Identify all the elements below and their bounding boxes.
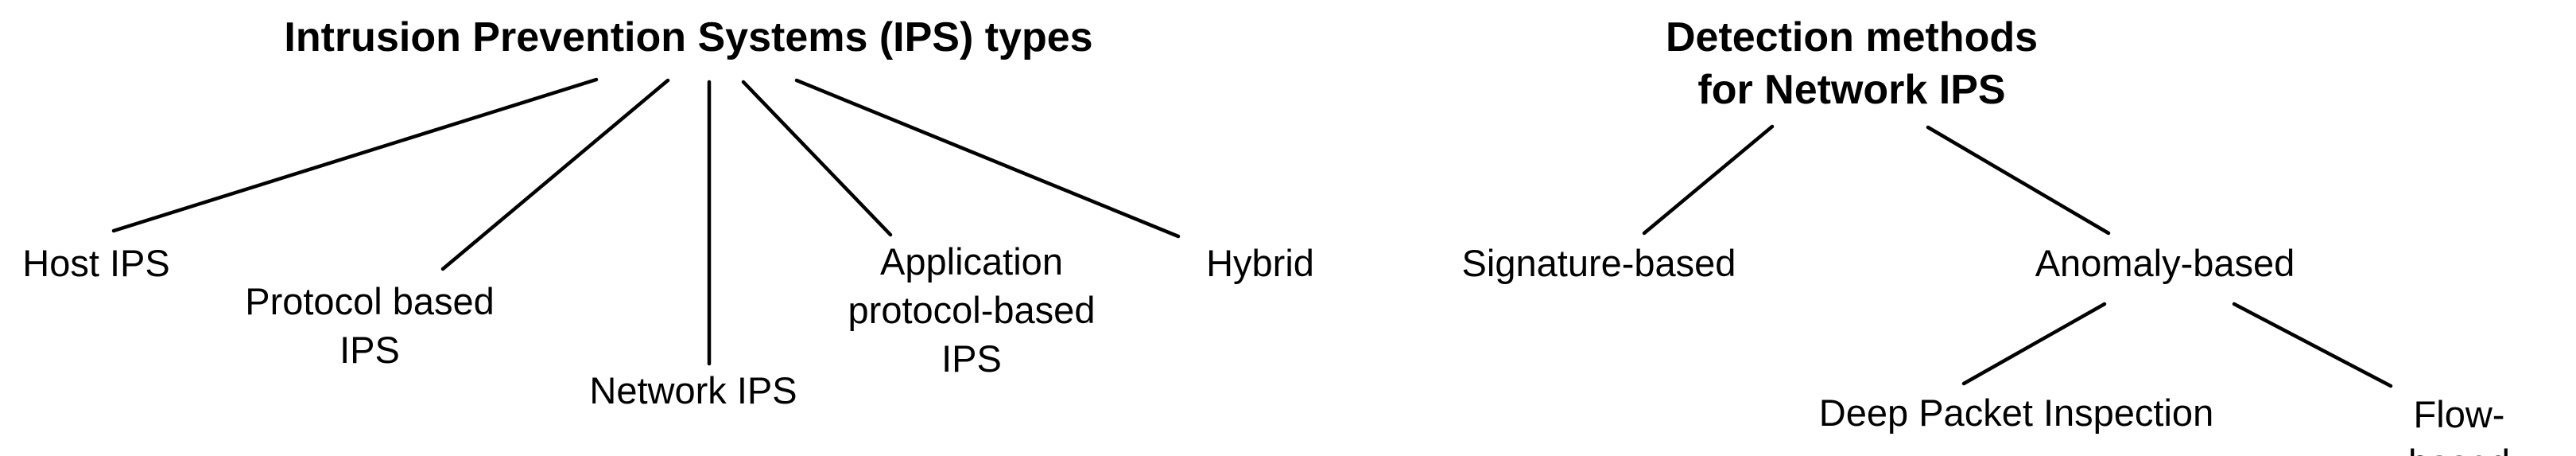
edge-anomaly-to-deep-packet-inspection [1961,302,2107,386]
edge-anomaly-to-flow-based [2232,302,2393,388]
edge-detection-root-to-anomaly-based [1926,125,2111,236]
node-application-protocol-based-ips: Application protocol-based IPS [848,240,1096,380]
right-tree-title: Detection methods for Network IPS [1665,14,2039,114]
left-tree-title: Intrusion Prevention Systems (IPS) types [284,14,1093,60]
node-host-ips: Host IPS [22,242,170,284]
node-protocol-based-ips: Protocol based IPS [245,280,495,372]
node-hybrid: Hybrid [1206,242,1314,284]
node-anomaly-based: Anomaly-based [2035,242,2295,284]
node-network-ips: Network IPS [589,369,797,411]
edge-detection-root-to-signature-based [1642,124,1775,236]
edge-ips-root-to-application-protocol-based-ips [741,80,893,237]
edge-ips-root-to-protocol-based-ips [440,78,670,271]
node-signature-based: Signature-based [1461,242,1736,284]
edge-ips-root-to-hybrid [794,78,1181,239]
node-deep-packet-inspection: Deep Packet Inspection [1818,392,2214,434]
edge-ips-root-to-host-ips [111,77,599,233]
node-flow-based: Flow-based [2408,393,2510,456]
